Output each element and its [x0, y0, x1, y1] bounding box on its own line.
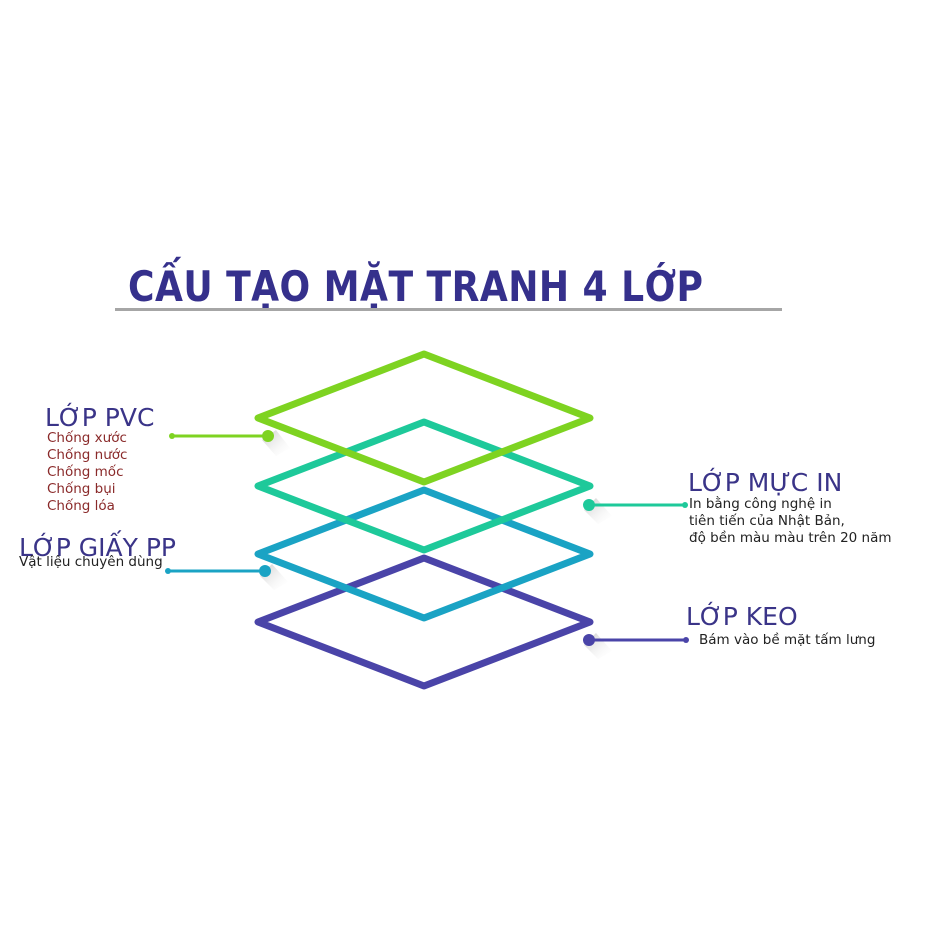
muc-in-layer-description: In bằng công nghệ in tiên tiến của Nhật …	[689, 496, 892, 547]
title-underline	[115, 308, 782, 311]
muc-in-description-line: độ bền màu màu trên 20 năm	[689, 530, 892, 546]
keo-connector	[583, 633, 689, 659]
giay-pp-layer-diamond	[254, 486, 594, 622]
keo-layer-diamond	[254, 554, 594, 690]
muc-in-description-line: tiên tiến của Nhật Bản,	[689, 513, 845, 529]
keo-description-line: Bám vào bề mặt tấm lưng	[699, 632, 876, 648]
giay-pp-layer-description: Vật liệu chuyên dùng	[19, 554, 163, 571]
giay-pp-layer-title: LỚP GIẤY PP	[19, 533, 176, 562]
pvc-layer-title: LỚP PVC	[45, 403, 155, 432]
diagram-title: CẤU TẠO MẶT TRANH 4 LỚP	[128, 262, 704, 311]
pvc-layer-description: Chống xước Chống nước Chống mốc Chống bụ…	[47, 430, 127, 515]
muc-in-description-line: In bằng công nghệ in	[689, 496, 832, 512]
pvc-feature-item: Chống bụi	[47, 481, 116, 497]
keo-layer-description: Bám vào bề mặt tấm lưng	[699, 632, 875, 649]
pvc-feature-item: Chống lóa	[47, 498, 115, 514]
giay-pp-connector	[165, 564, 288, 590]
pvc-feature-item: Chống mốc	[47, 464, 124, 480]
muc-in-connector	[583, 498, 688, 524]
pvc-feature-item: Chống nước	[47, 447, 128, 463]
pvc-connector	[169, 430, 290, 456]
pvc-feature-item: Chống xước	[47, 430, 127, 446]
muc-in-layer-diamond	[254, 418, 594, 554]
keo-layer-title: LỚP KEO	[686, 602, 798, 631]
giay-pp-description-line: Vật liệu chuyên dùng	[19, 554, 163, 570]
muc-in-layer-title: LỚP MỰC IN	[688, 468, 843, 497]
pvc-layer-diamond	[254, 350, 594, 486]
